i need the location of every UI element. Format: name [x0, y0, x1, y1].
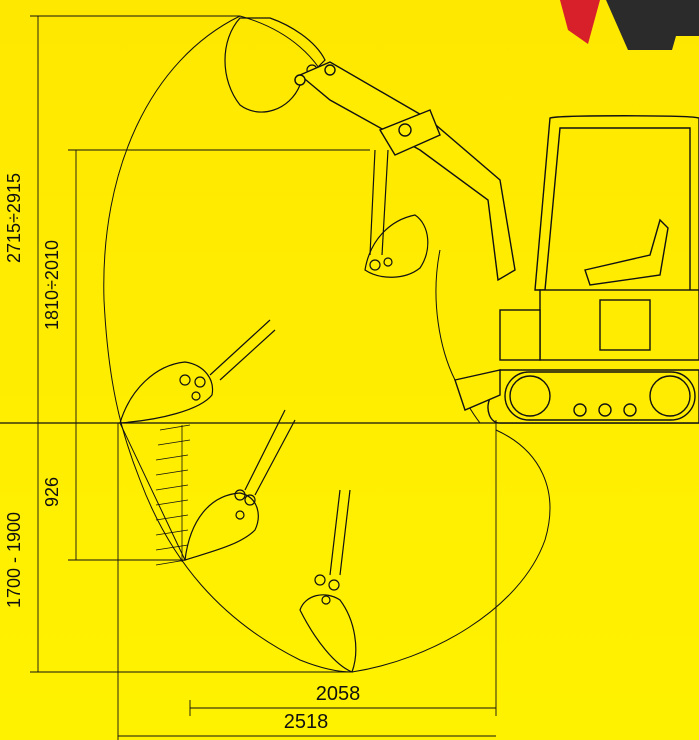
canopy — [534, 115, 699, 301]
arm-mid — [369, 149, 389, 256]
excavator-body — [454, 115, 699, 424]
brand-logo — [560, 0, 699, 50]
track-frame — [487, 369, 699, 424]
seat — [584, 218, 669, 286]
dim-dig-depth-label: 1700 - 1900 — [4, 512, 24, 608]
dozer-blade — [454, 369, 501, 411]
wall-hatching — [155, 424, 191, 566]
dim-reach-ground-label: 2058 — [316, 683, 361, 705]
bucket-wall — [184, 489, 259, 561]
dim-max-reach-label: 2518 — [284, 711, 329, 733]
track — [504, 371, 696, 421]
dim-dump-height-label: 1810÷2010 — [42, 240, 62, 330]
working-envelope — [103, 15, 551, 673]
dimension-lines — [30, 15, 497, 740]
arm-wall — [244, 409, 296, 496]
envelope-bottom-arc — [351, 429, 551, 673]
dim-wall-depth-label: 926 — [42, 477, 62, 507]
bucket-deep — [299, 574, 357, 673]
envelope-outer-arc — [103, 15, 353, 673]
vertical-wall-line — [119, 422, 186, 561]
bucket-ground — [119, 361, 214, 424]
bucket-mid-high — [364, 214, 429, 278]
boom — [294, 61, 516, 282]
arm-lines — [209, 149, 389, 576]
arm-deep — [329, 489, 351, 576]
idler-wheel — [509, 375, 551, 417]
drive-sprocket — [649, 375, 691, 417]
boom-swing-bracket — [499, 309, 541, 361]
dim-max-height-label: 2715÷2915 — [4, 173, 24, 263]
engine-cover — [599, 299, 651, 351]
arm-ground — [209, 319, 276, 381]
